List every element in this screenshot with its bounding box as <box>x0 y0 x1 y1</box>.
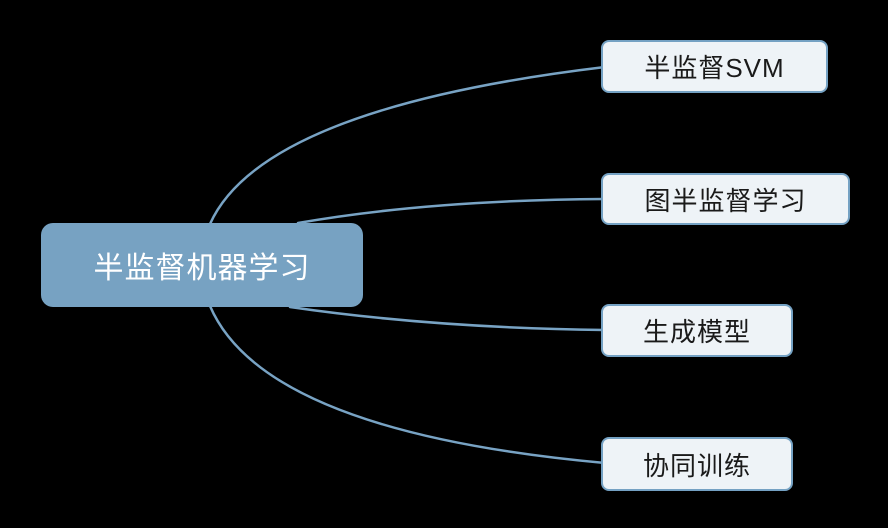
connector-line-root-to-generative-model <box>288 305 607 332</box>
child-node-co-training[interactable]: 协同训练 <box>601 437 793 491</box>
child-node-label: 生成模型 <box>642 317 751 347</box>
child-node-label: 图半监督学习 <box>644 185 807 216</box>
root-node-label: 半监督机器学习 <box>93 252 311 285</box>
child-node-label: 半监督SVM <box>644 53 785 83</box>
connector-line-root-to-graph-ssl <box>296 197 607 225</box>
child-node-label: 协同训练 <box>642 450 751 481</box>
connector-line-root-to-semi-supervised-svm <box>208 65 607 226</box>
child-node-graph-ssl[interactable]: 图半监督学习 <box>601 173 850 225</box>
child-node-generative-model[interactable]: 生成模型 <box>601 304 793 357</box>
root-node[interactable]: 半监督机器学习 <box>41 223 363 307</box>
connector-line-root-to-co-training <box>208 304 607 465</box>
child-node-semi-supervised-svm[interactable]: 半监督SVM <box>601 40 828 93</box>
